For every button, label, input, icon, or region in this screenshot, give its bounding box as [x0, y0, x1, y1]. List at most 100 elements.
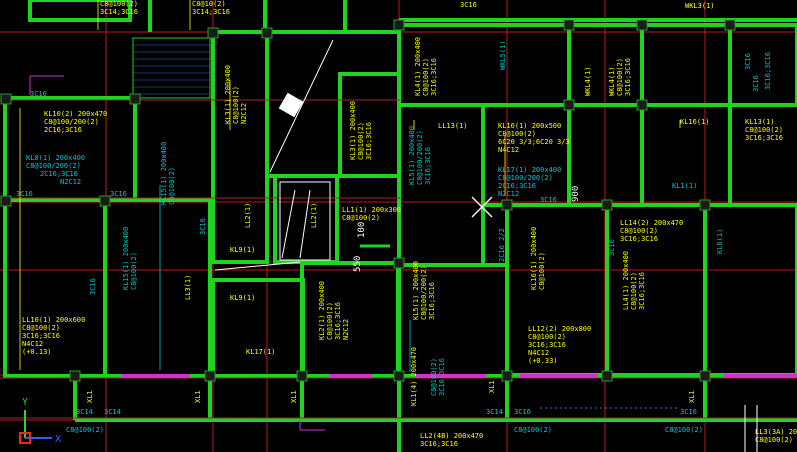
section-label: 3C14	[104, 408, 121, 416]
beam-label: 3C16;3C16	[638, 272, 646, 310]
beam-label: KL16(1)	[680, 118, 710, 126]
beam-label: 6C20 3/3;6C20 3/3	[498, 138, 570, 146]
beam-label: LL14(2) 200x470	[620, 219, 683, 227]
beam-label: 3C14;3C16	[100, 8, 138, 16]
section-label: 3C16	[608, 239, 616, 256]
beam-label: KL9(1)	[230, 246, 255, 254]
beam-label: (+0.33)	[528, 357, 558, 365]
section-label: 3C16	[514, 408, 531, 416]
section-label: KL15(1) 200x400	[160, 142, 168, 205]
beam-label: KL9(1)	[230, 294, 255, 302]
section-label: C8@100(2)	[168, 167, 176, 205]
beam-label: LL2(4B) 200x470	[420, 432, 483, 440]
beam-annotations: C8@100(2) 3C14;3C16 C8@10(2) 3C14;3C16 3…	[22, 0, 797, 448]
section-label: 3C16	[540, 196, 557, 204]
section-label: 2C16;3C16	[40, 170, 78, 178]
beam-label: 3C16;3C16	[528, 341, 566, 349]
beam-label: KL5(1) 200x400	[412, 261, 420, 320]
beam-label: C8@100(2)	[745, 126, 783, 134]
beam-label: LL12(2) 200x800	[528, 325, 591, 333]
beam-label: WKL3(1)	[685, 2, 715, 10]
leader-lines	[19, 0, 681, 372]
beam-label: KL2(1) 200x400	[318, 281, 326, 340]
beam-label: C8@100(2)	[755, 436, 793, 444]
columns	[0, 19, 736, 382]
beam-label: C8@100(2)	[630, 272, 638, 310]
beam-label: 3C16;3C16	[620, 235, 658, 243]
beam-label: KL16(1) 200x400	[530, 227, 538, 290]
ucs-x-label: X	[55, 434, 61, 445]
shear-walls	[3, 0, 797, 452]
beam-label: LL2(1)	[310, 203, 318, 228]
section-label: 3C16	[30, 90, 47, 98]
beam-label: N2C12	[342, 319, 350, 340]
section-label: 3C16	[744, 53, 752, 70]
beam-label: (+0.13)	[22, 348, 52, 356]
beam-label: 3C16;3C16	[334, 302, 342, 340]
beam-label: KL10(2) 200x470	[44, 110, 107, 118]
section-label: KL6(1)	[716, 229, 724, 254]
dimension-900: 900	[571, 186, 581, 202]
beam-label: LL13(1)	[438, 122, 468, 130]
stair-lines	[29, 39, 758, 452]
crosshair-cursor-icon	[471, 196, 493, 218]
beam-label: LL2(1)	[244, 203, 252, 228]
section-label: KL15(1) 200x400	[122, 227, 130, 290]
section-label: KL5(1) 200x400	[408, 126, 416, 185]
beam-label: WKL4(1)	[584, 66, 592, 96]
ucs-axis-icon: Y X	[19, 397, 61, 445]
hatched-column	[132, 37, 211, 99]
beam-label: KL3(1) 200x400	[224, 65, 232, 124]
beam-label: 3C16;3C16	[624, 58, 632, 96]
xl-label: XL1	[290, 390, 298, 403]
beam-label: N4C12	[528, 349, 549, 357]
section-label: 3C16;3C16	[764, 52, 772, 90]
section-label: C8@100/200(2)	[498, 174, 553, 182]
beam-label: C8@100(2)	[326, 302, 334, 340]
xl-label: XL1	[194, 390, 202, 403]
section-label: 3C16	[16, 190, 33, 198]
section-label: 3C16;3C16	[424, 147, 432, 185]
beam-label: LL1(1) 200x300	[342, 206, 401, 214]
section-label: C8@100(2)	[430, 358, 438, 396]
beam-label: KL4(1) 200x400	[414, 37, 422, 96]
beam-label: 3C16;3C16	[430, 58, 438, 96]
section-label: 3C14	[486, 408, 503, 416]
beam-label: 3C16;3C16	[22, 332, 60, 340]
section-label: 3C14	[76, 408, 93, 416]
beam-label: LL3(3A) 200x470	[755, 428, 797, 436]
beam-label: C8@100/200(2)	[44, 118, 99, 126]
section-label: KL1(1)	[672, 182, 697, 190]
section-label: C8@100(2)	[130, 252, 138, 290]
beam-label: C8@100(2)	[22, 324, 60, 332]
xl-label: XL1	[86, 390, 94, 403]
section-label: WKL5(1)	[499, 40, 507, 70]
section-label: 2C16 2/2	[498, 228, 506, 262]
dimension-550: 550	[353, 256, 363, 272]
beam-label: KL16(1) 200x500	[498, 122, 561, 130]
beam-label: C8@100(2)	[528, 333, 566, 341]
beam-label: C8@100(2)	[538, 252, 546, 290]
beam-label: KL13(1)	[745, 118, 775, 126]
section-label: N2C12	[60, 178, 81, 186]
beam-label: C8@100(2)	[232, 86, 240, 124]
beam-label: N4C12	[22, 340, 43, 348]
beam-label: LL4(1) 200x400	[622, 251, 630, 310]
beam-label: C8@100(2)	[620, 227, 658, 235]
xl-label: XL1	[688, 390, 696, 403]
section-label: C8@100/200(2)	[416, 130, 424, 185]
section-label: 3C16	[680, 408, 697, 416]
beam-label: N4C12	[498, 146, 519, 154]
beam-label: C8@100(2)	[498, 130, 536, 138]
section-label: 3C16;3C16	[438, 358, 446, 396]
beam-label: KL1(4) 200x470	[410, 347, 418, 406]
beam-label: 2C16;3C16	[44, 126, 82, 134]
xl-label: XL1	[488, 380, 496, 393]
beam-label: C8@100(2)	[357, 122, 365, 160]
section-label: 3C16	[89, 278, 97, 295]
section-label: C8@100(2)	[514, 426, 552, 434]
section-label: C8@100/200(2)	[26, 162, 81, 170]
beam-label: C8@100(2)	[342, 214, 380, 222]
beam-label: C8@100(2)	[422, 58, 430, 96]
